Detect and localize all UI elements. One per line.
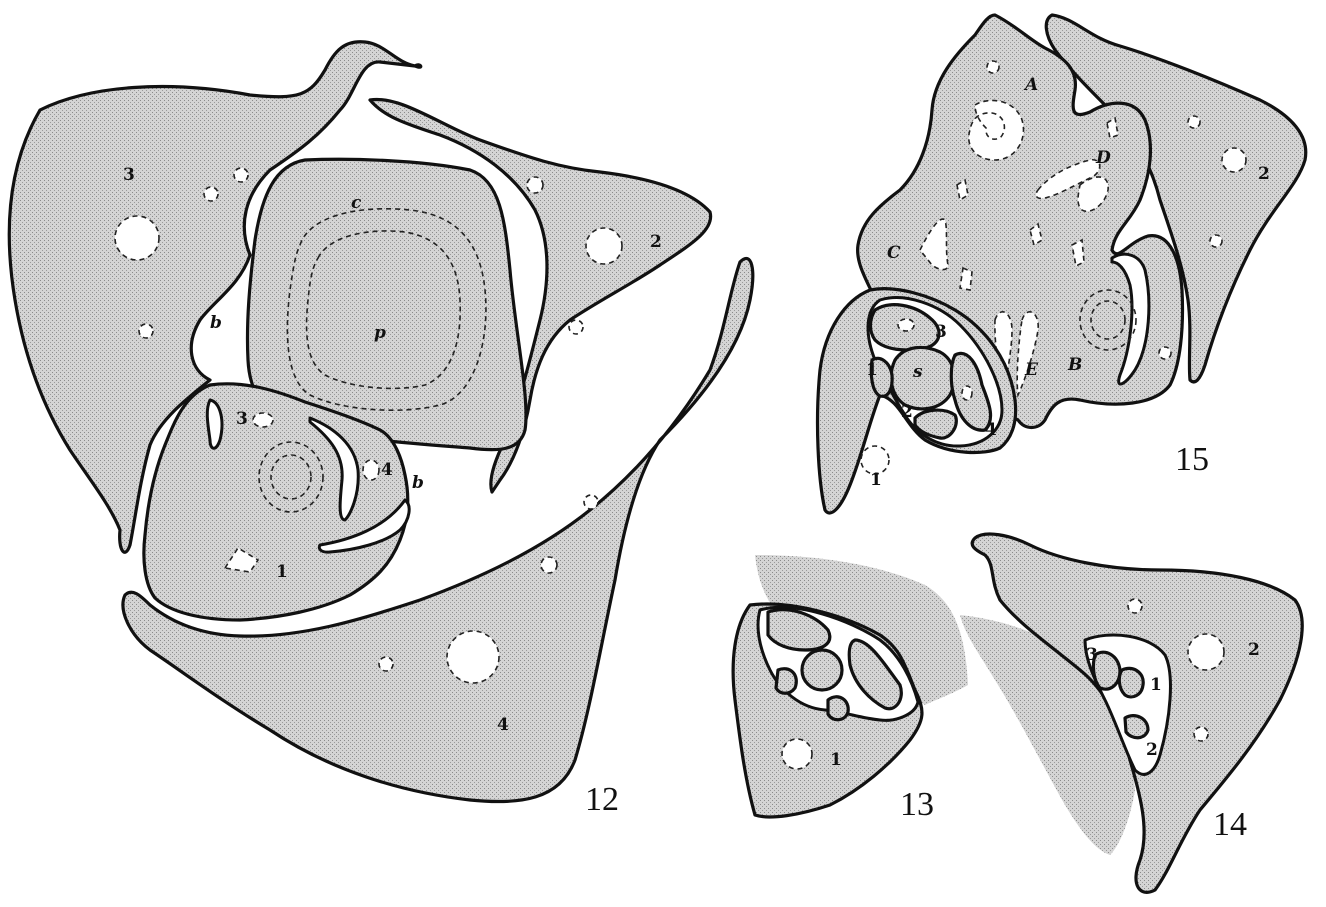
fig12-label-c: c xyxy=(351,193,362,213)
fig15-ring-A xyxy=(969,100,1024,160)
fig13-vessel xyxy=(782,739,812,769)
fig12-vessel xyxy=(379,657,393,671)
fig14-number: 14 xyxy=(1213,806,1247,843)
fig14-piece xyxy=(1125,716,1148,738)
fig12-label-b-upper: b xyxy=(210,313,222,333)
fig15-vessel xyxy=(1188,116,1200,128)
fig13-piece xyxy=(776,669,796,694)
fig12-vessel xyxy=(204,187,218,201)
fig15-label-2-inner: 2 xyxy=(901,402,913,422)
fig13-piece xyxy=(828,697,848,720)
fig15-label-1-inner: 1 xyxy=(866,360,878,380)
fig15-label-C: C xyxy=(887,243,901,263)
fig14-label-1: 1 xyxy=(1150,675,1162,695)
figure-14: 3 1 2 2 14 xyxy=(960,534,1302,892)
fig12-vessel xyxy=(363,460,379,480)
fig15-vessel xyxy=(1222,148,1246,172)
fig15-vessel xyxy=(987,61,999,73)
fig12-label-1: 1 xyxy=(276,562,288,582)
fig14-label-2-inner: 2 xyxy=(1146,740,1158,760)
figure-12: 3 2 b c p 3 4 b 1 4 12 xyxy=(9,42,753,818)
fig12-label-4-inner: 4 xyxy=(381,460,393,480)
fig15-vessel xyxy=(1159,347,1171,359)
fig12-vessel xyxy=(447,631,499,683)
fig15-number: 15 xyxy=(1175,441,1209,478)
fig13-piece xyxy=(802,650,842,690)
fig14-label-2: 2 xyxy=(1248,640,1260,660)
fig12-label-3-inner: 3 xyxy=(236,409,248,429)
fig15-vessel xyxy=(960,268,972,290)
fig15-piece-s xyxy=(891,347,954,408)
fig15-vessel xyxy=(1210,235,1222,247)
fig13-label-1: 1 xyxy=(830,750,842,770)
fig15-label-A: A xyxy=(1023,75,1038,95)
fig15-vessel xyxy=(898,319,914,331)
fig12-label-b-lower: b xyxy=(412,473,424,493)
figure-13: 1 13 xyxy=(733,555,968,823)
fig12-vessel xyxy=(253,413,273,427)
fig15-label-E: E xyxy=(1024,360,1039,380)
fig15-label-B: B xyxy=(1067,355,1082,375)
fig12-number: 12 xyxy=(585,781,619,818)
fig12-vessel xyxy=(541,557,557,573)
fig12-label-p: p xyxy=(374,323,386,343)
fig15-label-3: 3 xyxy=(935,322,947,342)
fig14-piece xyxy=(1119,668,1143,697)
fig15-vessel xyxy=(962,386,972,400)
fig12-vessel xyxy=(584,495,598,509)
figure-15: A D C 2 3 1 s 2 4 E B 1 15 xyxy=(818,15,1306,513)
fig14-vessel xyxy=(1194,727,1208,741)
fig12-vessel xyxy=(139,324,153,338)
fig15-label-D: D xyxy=(1095,148,1111,168)
fig12-cleft xyxy=(207,400,222,448)
fig12-vessel xyxy=(586,228,622,264)
fig14-vessel xyxy=(1128,599,1142,613)
fig15-label-4: 4 xyxy=(985,420,997,440)
fig14-vessel xyxy=(1188,634,1224,670)
fig12-vessel xyxy=(569,320,583,334)
fig12-vessel xyxy=(234,168,248,182)
fig15-label-2-outer: 2 xyxy=(1258,164,1270,184)
fig13-number: 13 xyxy=(900,786,934,823)
fig12-label-2: 2 xyxy=(650,232,662,252)
fig12-label-4: 4 xyxy=(497,715,509,735)
fig14-label-3: 3 xyxy=(1086,645,1098,665)
fig15-label-s: s xyxy=(912,362,923,382)
fig12-vessel xyxy=(527,177,543,193)
fig12-vessel xyxy=(115,216,159,260)
fig15-label-1-outer: 1 xyxy=(870,470,882,490)
fig12-label-3: 3 xyxy=(123,165,135,185)
